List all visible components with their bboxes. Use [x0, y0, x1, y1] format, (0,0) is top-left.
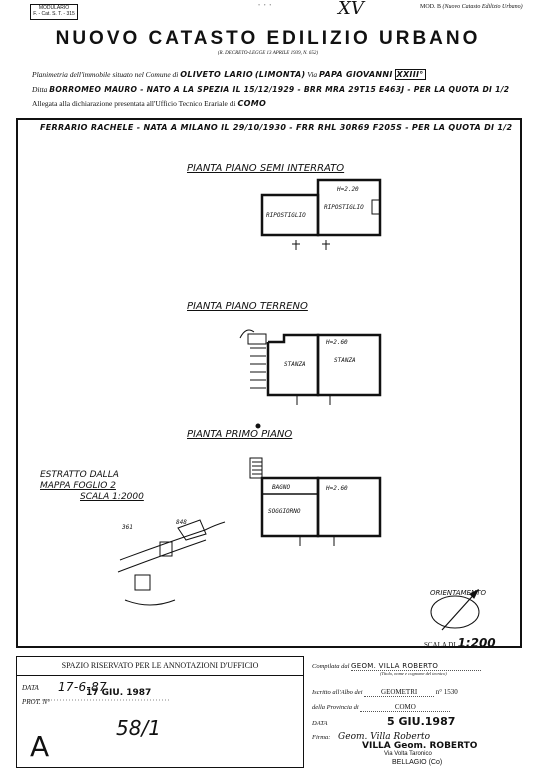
- plan-label-semi: PIANTA PIANO SEMI INTERRATO: [187, 163, 345, 174]
- cert-data-value: 5 GIU.1987: [387, 715, 456, 728]
- office-prot-label: PROT. N°: [22, 698, 50, 706]
- cert-firma: Firma: Geom. Villa Roberto: [312, 732, 430, 742]
- plan-label-primo: PIANTA PRIMO PIANO: [187, 429, 293, 440]
- model-code: MOD. B: [420, 4, 442, 10]
- semi-room-2: RIPOSTIGLIO: [324, 204, 364, 211]
- cert-compilata: Compilata dal GEOM. VILLA ROBERTO: [312, 662, 482, 671]
- modulario-label: MODULARIO: [38, 5, 70, 11]
- owner-line: FERRARIO RACHELE - NATA A MILANO IL 29/1…: [40, 123, 513, 132]
- comune-value: OLIVETO LARIO: [180, 70, 253, 79]
- via-label: Via: [307, 70, 318, 79]
- scale-label: SCALA DI: [424, 641, 456, 649]
- cert-data-label: DATA: [312, 720, 328, 727]
- primo-room-1: BAGNO: [272, 484, 291, 491]
- office-letter-a: A: [30, 730, 50, 763]
- ditta-label: Ditta: [32, 85, 48, 94]
- terreno-room-1: STANZA: [284, 361, 306, 368]
- via-number: XXIII°: [394, 69, 426, 80]
- cert-albo-value: GEOMETRI: [364, 688, 435, 697]
- map-road: [119, 521, 226, 561]
- semi-room-1: RIPOSTIGLIO: [266, 212, 306, 219]
- model-note: (Nuovo Catasto Edilizio Urbano): [442, 4, 523, 10]
- office-data-label: DATA: [22, 684, 39, 692]
- ditta-value: BORROMEO MAURO - NATO A LA SPEZIA IL 15/…: [49, 85, 510, 94]
- office-data-stamp: 17 GIU. 1987: [86, 688, 152, 698]
- estratto-line-3: SCALA 1:2000: [80, 492, 144, 502]
- primo-height: H=2.60: [326, 485, 348, 492]
- cert-provincia-label: della Provincia di: [312, 704, 359, 711]
- cert-compilata-note: (Titolo, nome e cognome del tecnico): [380, 671, 447, 676]
- estratto-mappa: ESTRATTO DALLA MAPPA FOGLIO 2 SCALA 1:20…: [40, 470, 144, 503]
- office-data-value: 17-6-87: [58, 680, 107, 694]
- map-parcel-361: 361: [122, 524, 133, 531]
- top-dots: • • •: [258, 3, 273, 9]
- planimetria-line: Planimetria dell'immobile situato nel Co…: [32, 69, 426, 80]
- allegata-label: Allegata alla dichiarazione presentata a…: [32, 99, 236, 108]
- cert-compilata-label: Compilata dal: [312, 663, 350, 670]
- terreno-wall-right: [316, 333, 382, 397]
- terreno-room-2: STANZA: [334, 357, 356, 364]
- cert-albo-number: n° 1530: [435, 688, 458, 696]
- cert-stamp-line-3: BELLAGIO (Co): [392, 759, 443, 766]
- cert-data: DATA 5 GIU.1987: [312, 715, 455, 728]
- cert-stamp-line-2: Via Volta Taronico: [384, 751, 432, 757]
- ditta-line: Ditta BORROMEO MAURO - NATO A LA SPEZIA …: [32, 85, 509, 94]
- estratto-line-2: MAPPA FOGLIO 2: [40, 481, 116, 491]
- cert-albo: Iscritto all'Albo dei GEOMETRI n° 1530: [312, 688, 458, 697]
- primo-room-2: SOGGIORNO: [268, 508, 301, 515]
- primo-wall-right: [316, 476, 382, 538]
- model-label: MOD. B (Nuovo Catasto Edilizio Urbano): [420, 4, 523, 10]
- allegata-line: Allegata alla dichiarazione presentata a…: [32, 99, 266, 108]
- orientation-label: ORIENTAMENTO: [430, 589, 487, 597]
- planimetria-label: Planimetria dell'immobile situato nel Co…: [32, 70, 179, 79]
- estratto-line-1: ESTRATTO DALLA: [40, 470, 119, 480]
- ufficio-value: COMO: [237, 99, 267, 108]
- frazione-value: (LIMONTA): [254, 70, 306, 79]
- map-parcel-848: 848: [176, 519, 187, 526]
- cert-firma-label: Firma:: [312, 734, 331, 741]
- terreno-stairs: [250, 347, 266, 389]
- terreno-height: H=2.60: [326, 339, 348, 346]
- map-parcel: [134, 574, 151, 591]
- modulario-code: F. - Cat. S. T. - 315: [33, 11, 75, 17]
- scale-value: 1:200: [457, 636, 496, 650]
- cert-provincia-value: COMO: [360, 703, 451, 712]
- modulario-box: MODULARIO F. - Cat. S. T. - 315: [30, 4, 78, 20]
- plan-frame: [16, 118, 522, 648]
- cert-provincia: della Provincia di COMO: [312, 703, 451, 712]
- scale-line: SCALA DI 1:200: [424, 636, 496, 650]
- primo-stairs: [252, 461, 262, 475]
- document-title: NUOVO CATASTO EDILIZIO URBANO: [55, 28, 481, 49]
- plan-label-terreno: PIANTA PIANO TERRENO: [187, 301, 308, 312]
- north-dot: [255, 423, 261, 429]
- office-number-mark: 58/1: [116, 716, 161, 740]
- cert-stamp-line-1: VILLA Geom. ROBERTO: [362, 741, 478, 751]
- roman-mark: XV: [338, 0, 364, 19]
- semi-height: H=2.20: [337, 186, 359, 193]
- cert-albo-label: Iscritto all'Albo dei: [312, 689, 363, 696]
- cert-signature: Geom. Villa Roberto: [338, 732, 431, 742]
- cert-compilata-value: GEOM. VILLA ROBERTO: [351, 662, 482, 671]
- decree-reference: (R. DECRETO-LEGGE 13 APRILE 1939, N. 652…: [217, 51, 319, 56]
- via-value: PAPA GIOVANNI: [319, 70, 393, 79]
- office-header: SPAZIO RISERVATO PER LE ANNOTAZIONI D'UF…: [16, 656, 304, 676]
